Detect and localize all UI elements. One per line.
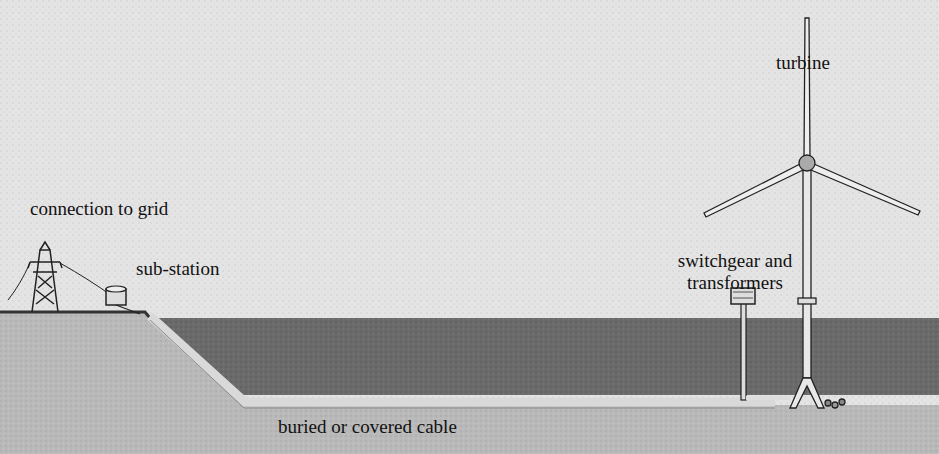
cable-label: buried or covered cable [278, 416, 457, 438]
grid-connection-label: connection to grid [30, 198, 168, 220]
switchgear-label: switchgear and transformers [660, 250, 810, 294]
buried-cable-edge [150, 320, 775, 408]
shore-top [0, 312, 150, 318]
pylon [8, 242, 112, 312]
wind-turbine [704, 18, 920, 408]
sea [140, 318, 939, 395]
turbine-label: turbine [776, 52, 830, 74]
substation-building [106, 286, 140, 314]
substation-label: sub-station [136, 258, 219, 280]
buried-cable [150, 316, 775, 402]
land-and-seabed [0, 312, 939, 454]
switchgear-platform [731, 288, 790, 400]
